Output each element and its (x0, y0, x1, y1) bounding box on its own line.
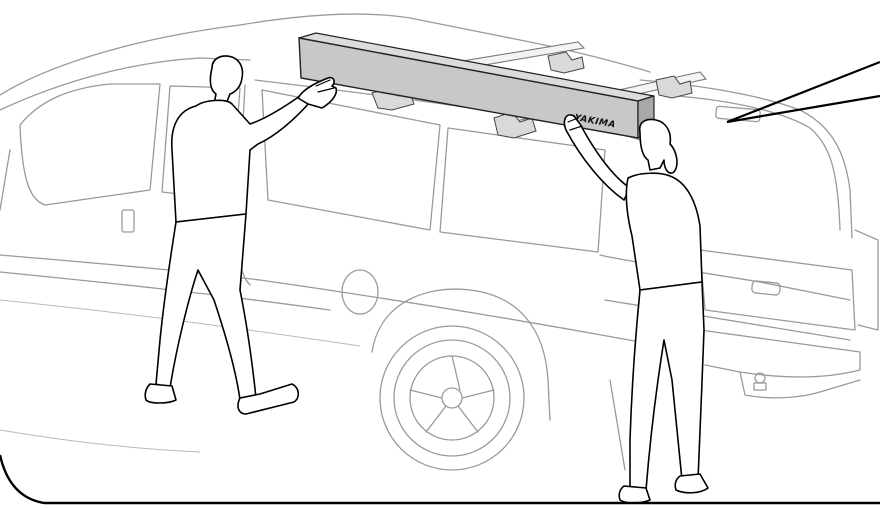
person-right (564, 115, 708, 503)
cargo-box: YAKIMA (299, 33, 654, 138)
panel-frame (0, 455, 880, 503)
person-left (145, 56, 336, 414)
detail-callout-pointer (727, 62, 880, 122)
